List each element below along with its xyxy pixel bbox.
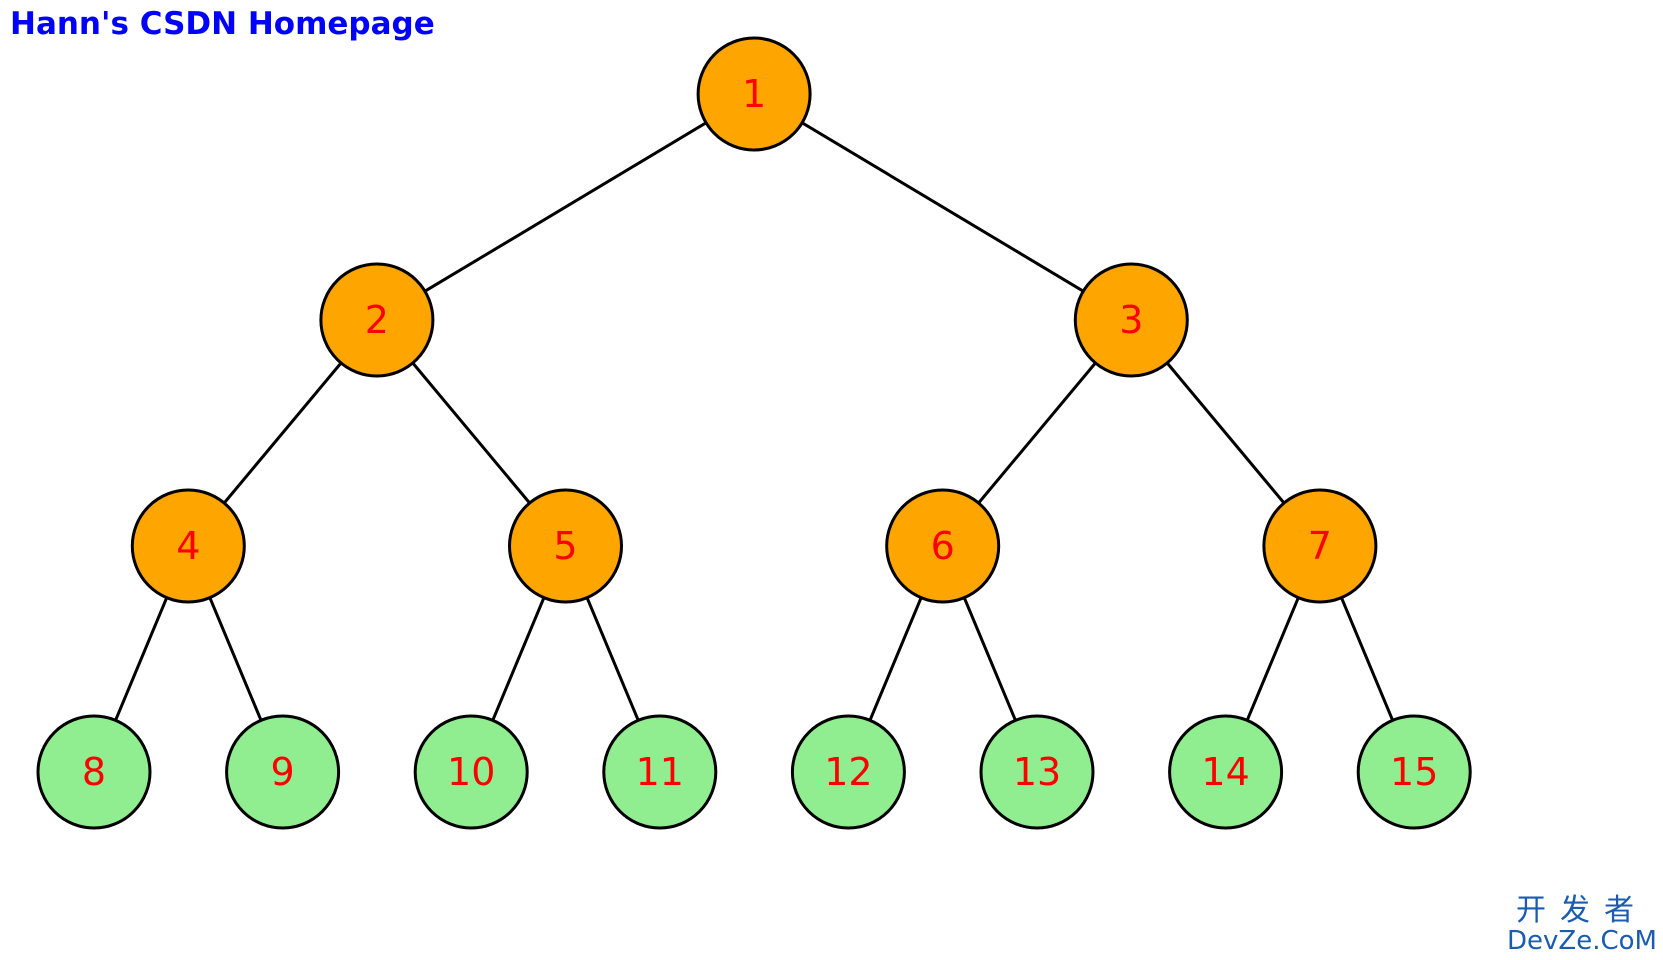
tree-node-label-1: 1 xyxy=(742,72,766,116)
tree-node-1: 1 xyxy=(696,36,812,152)
tree-node-circle-1 xyxy=(696,36,812,152)
tree-node-7: 7 xyxy=(1262,488,1378,604)
tree-node-circle-14 xyxy=(1168,714,1284,830)
tree-edge-1-3 xyxy=(801,121,1085,293)
tree-node-label-15: 15 xyxy=(1390,750,1438,794)
tree-edge-5-10 xyxy=(491,597,546,721)
tree-node-label-5: 5 xyxy=(553,524,577,568)
tree-edge-4-9 xyxy=(208,597,263,721)
tree-node-circle-11 xyxy=(602,714,718,830)
tree-node-circle-2 xyxy=(319,262,435,378)
watermark-line-2: DevZe.CoM xyxy=(1507,926,1657,956)
tree-node-9: 9 xyxy=(225,714,341,830)
tree-node-circle-5 xyxy=(508,488,623,604)
page-title: Hann's CSDN Homepage xyxy=(10,6,435,42)
tree-node-10: 10 xyxy=(413,714,529,830)
tree-node-5: 5 xyxy=(508,488,623,604)
site-watermark: 开发者 DevZe.CoM xyxy=(1507,893,1657,956)
tree-edge-2-4 xyxy=(223,362,343,504)
tree-node-circle-10 xyxy=(413,714,529,830)
tree-node-13: 13 xyxy=(979,714,1095,830)
tree-node-12: 12 xyxy=(790,714,906,830)
tree-edge-1-2 xyxy=(424,121,707,293)
tree-edges xyxy=(114,121,1395,721)
tree-node-circle-7 xyxy=(1262,488,1378,604)
tree-node-label-11: 11 xyxy=(636,750,684,794)
tree-node-label-8: 8 xyxy=(82,750,106,794)
tree-node-11: 11 xyxy=(602,714,718,830)
tree-edge-5-11 xyxy=(585,597,640,721)
tree-node-4: 4 xyxy=(130,488,246,604)
tree-node-label-3: 3 xyxy=(1119,298,1143,342)
tree-node-label-14: 14 xyxy=(1201,750,1249,794)
tree-node-label-2: 2 xyxy=(365,298,389,342)
tree-node-circle-8 xyxy=(36,714,152,830)
tree-node-3: 3 xyxy=(1073,262,1189,378)
tree-edge-3-7 xyxy=(1166,362,1286,504)
tree-node-circle-3 xyxy=(1073,262,1189,378)
tree-node-circle-13 xyxy=(979,714,1095,830)
tree-node-label-9: 9 xyxy=(271,750,295,794)
tree-edge-6-12 xyxy=(868,597,923,721)
tree-node-label-7: 7 xyxy=(1308,524,1332,568)
tree-node-circle-6 xyxy=(885,488,1001,604)
tree-node-label-4: 4 xyxy=(176,524,200,568)
tree-node-circle-12 xyxy=(790,714,906,830)
tree-edge-3-6 xyxy=(977,362,1097,504)
tree-node-14: 14 xyxy=(1168,714,1284,830)
tree-node-label-12: 12 xyxy=(824,750,872,794)
tree-edge-7-15 xyxy=(1340,597,1395,721)
tree-node-circle-15 xyxy=(1356,714,1472,830)
tree-node-label-6: 6 xyxy=(931,524,955,568)
tree-node-15: 15 xyxy=(1356,714,1472,830)
tree-node-circle-4 xyxy=(130,488,246,604)
tree-edge-4-8 xyxy=(114,597,169,721)
tree-edge-7-14 xyxy=(1245,597,1300,721)
tree-node-6: 6 xyxy=(885,488,1001,604)
watermark-line-1: 开发者 xyxy=(1516,893,1648,928)
tree-node-label-10: 10 xyxy=(447,750,495,794)
tree-node-circle-9 xyxy=(225,714,341,830)
tree-node-8: 8 xyxy=(36,714,152,830)
tree-node-label-13: 13 xyxy=(1013,750,1061,794)
tree-edge-6-13 xyxy=(962,597,1017,721)
tree-edge-2-5 xyxy=(411,362,531,504)
tree-node-2: 2 xyxy=(319,262,435,378)
